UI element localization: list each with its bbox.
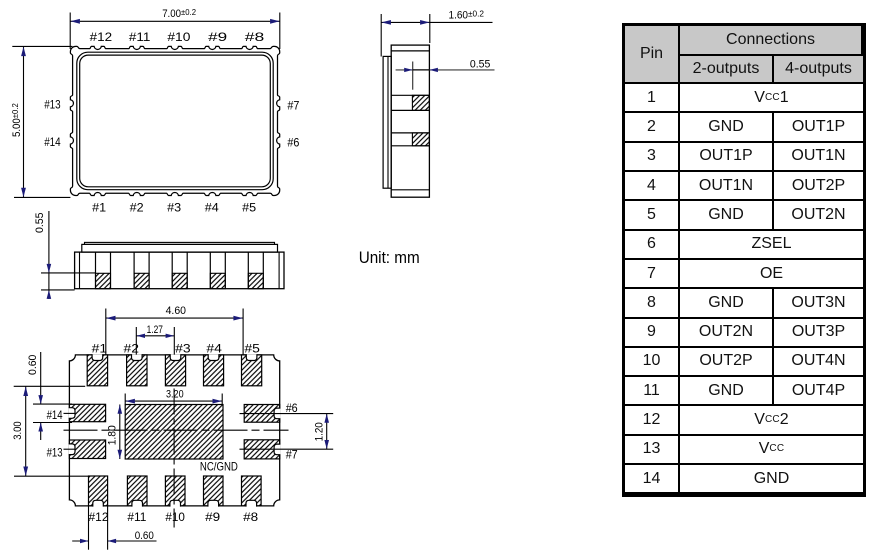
svg-text:7.00±0.2: 7.00±0.2 [162, 7, 196, 20]
svg-text:#2: #2 [124, 341, 140, 355]
svg-text:#9: #9 [205, 510, 220, 524]
svg-text:#1: #1 [92, 341, 108, 355]
svg-text:3.00: 3.00 [12, 421, 24, 439]
svg-text:#4: #4 [206, 341, 222, 355]
svg-text:#12: #12 [89, 510, 109, 524]
svg-text:0.60: 0.60 [135, 530, 154, 542]
svg-text:#1: #1 [92, 201, 106, 215]
svg-text:#6: #6 [286, 401, 298, 415]
svg-text:#14: #14 [47, 408, 63, 422]
svg-text:#8: #8 [243, 510, 258, 524]
svg-text:#13: #13 [44, 98, 61, 112]
svg-text:#9: #9 [208, 30, 227, 44]
svg-text:#14: #14 [44, 135, 61, 149]
svg-text:5.00±0.2: 5.00±0.2 [10, 103, 23, 137]
svg-text:#4: #4 [205, 201, 219, 215]
svg-text:#6: #6 [287, 135, 299, 149]
svg-text:1.60±0.2: 1.60±0.2 [449, 9, 485, 22]
svg-text:NC/GND: NC/GND [200, 460, 238, 474]
svg-text:#8: #8 [245, 30, 265, 44]
svg-text:#10: #10 [165, 510, 185, 524]
svg-text:1.27: 1.27 [147, 324, 163, 336]
svg-text:0.55: 0.55 [34, 213, 46, 234]
svg-text:4.60: 4.60 [166, 305, 186, 317]
svg-text:1.20: 1.20 [313, 422, 325, 441]
svg-text:#3: #3 [167, 201, 181, 215]
svg-text:#5: #5 [242, 201, 256, 215]
svg-text:#5: #5 [244, 341, 260, 355]
svg-text:#7: #7 [287, 99, 299, 113]
svg-text:#13: #13 [47, 446, 63, 460]
svg-text:0.55: 0.55 [470, 58, 491, 70]
svg-text:#10: #10 [167, 30, 190, 44]
svg-text:#12: #12 [90, 30, 113, 44]
svg-text:#3: #3 [175, 341, 191, 355]
svg-text:#11: #11 [127, 510, 146, 524]
svg-text:Unit: mm: Unit: mm [359, 249, 420, 267]
svg-text:#11: #11 [129, 30, 151, 44]
svg-text:1.80: 1.80 [106, 425, 118, 445]
svg-text:3.20: 3.20 [166, 389, 184, 401]
svg-text:0.60: 0.60 [27, 355, 39, 375]
svg-text:#2: #2 [130, 201, 144, 215]
svg-text:#7: #7 [286, 447, 298, 461]
